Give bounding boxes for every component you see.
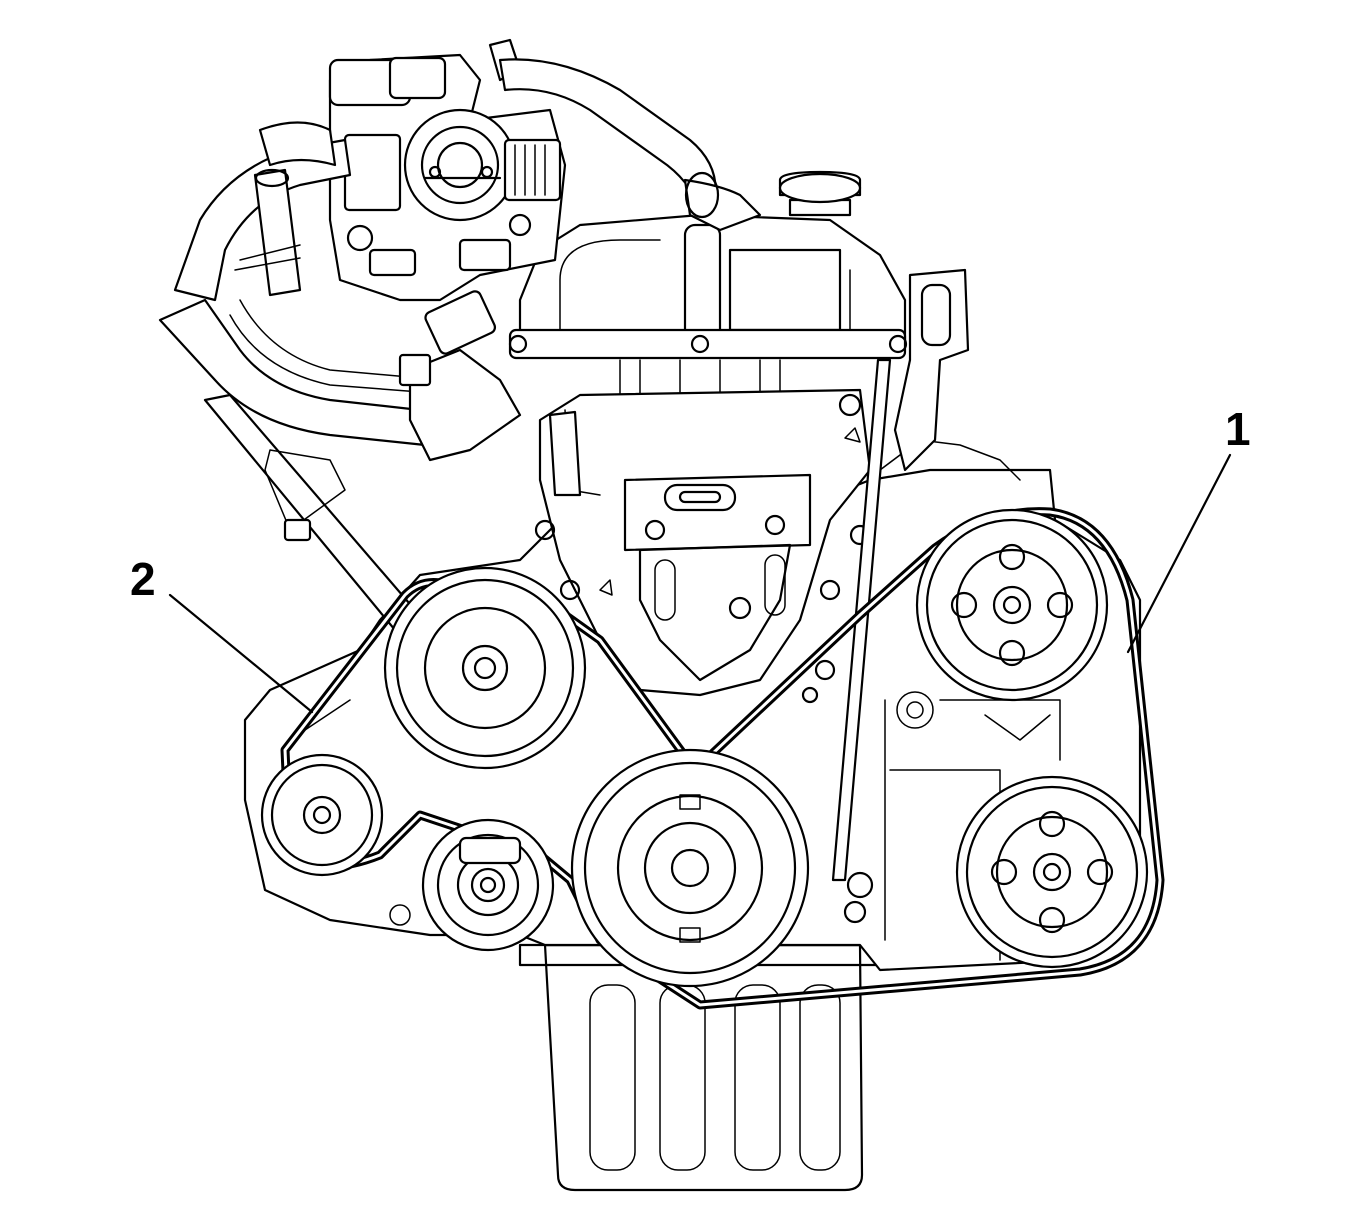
drive-belt xyxy=(280,507,1165,1010)
timing-cover xyxy=(534,388,872,704)
power-steering-pulley xyxy=(915,508,1109,702)
dipstick-tube xyxy=(831,358,892,924)
crankshaft-pulley xyxy=(570,748,810,988)
generator-pulley xyxy=(383,566,587,770)
oil-filler-cap xyxy=(778,170,862,217)
valve-cover xyxy=(508,213,908,471)
ac-compressor-pulley xyxy=(955,775,1149,969)
idler-pulley xyxy=(260,753,384,877)
belt-tensioner xyxy=(421,818,555,952)
throttle-body xyxy=(328,38,567,302)
callout-1: 1 xyxy=(1126,403,1251,654)
callout-1-label: 1 xyxy=(1225,403,1251,455)
intake-pipe xyxy=(498,58,762,232)
callout-2-label: 2 xyxy=(130,553,156,605)
mount-bracket xyxy=(893,268,970,472)
air-intake-tube xyxy=(158,121,427,447)
sensor-connector xyxy=(398,290,522,462)
callout-2: 2 xyxy=(130,553,314,714)
